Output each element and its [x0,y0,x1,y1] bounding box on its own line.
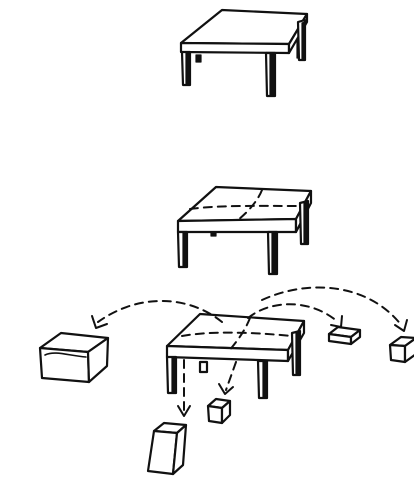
table-leg-shade [172,358,176,392]
table-top [167,314,304,350]
table-leg-shade [296,332,300,374]
table-top [178,187,311,221]
table-leg [196,55,201,62]
table-top [181,10,307,44]
table-leg-shade [302,22,305,59]
table-leg-shade [186,53,190,84]
step-1-table [181,10,307,96]
step-3-exploded-table [40,287,414,474]
detached-piece-leg-block [148,423,186,474]
detached-piece-small-cube [208,399,230,423]
table-leg-shade [263,362,267,397]
detached-piece-left [40,333,108,382]
table-leg [200,362,207,372]
table-leg-shade [183,233,187,266]
table-apron-front [181,43,289,53]
table-leg-shade [304,202,308,243]
step-2-table-with-cuts [178,187,311,274]
detached-piece-right-small [329,327,360,344]
table-leg-shade [270,54,275,95]
arrow-to-small-cube [226,362,236,390]
table-leg-shade [272,233,277,273]
arrowhead [395,320,407,331]
detached-piece-far-right [390,337,414,362]
table-apron-front [178,219,296,232]
